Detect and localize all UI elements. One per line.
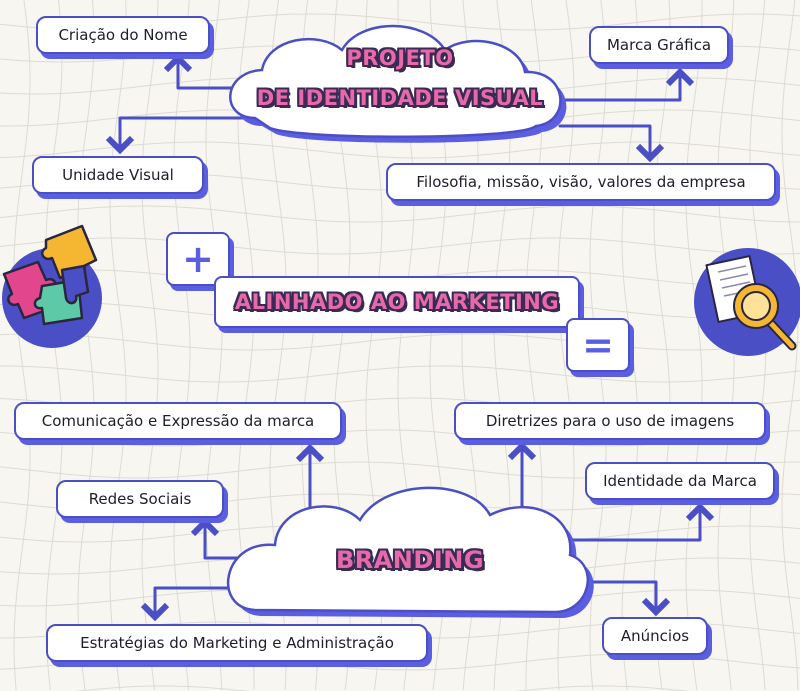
node-filosofia: Filosofia, missão, visão, valores da emp… <box>386 163 776 201</box>
node-comunicacao: Comunicação e Expressão da marca <box>14 402 342 440</box>
project-title-line2: DE IDENTIDADE VISUAL <box>256 86 544 110</box>
node-marca-grafica: Marca Gráfica <box>589 26 729 64</box>
alinhado-banner: ALINHADO AO MARKETING <box>214 276 580 328</box>
document-search-icon <box>690 246 800 358</box>
puzzle-icon <box>0 222 110 354</box>
node-diretrizes: Diretrizes para o uso de imagens <box>454 402 766 440</box>
project-title-line1: PROJETO <box>346 46 454 70</box>
node-anuncios: Anúncios <box>602 617 708 655</box>
alinhado-title: ALINHADO AO MARKETING <box>234 290 560 314</box>
node-estrategias: Estratégias do Marketing e Administração <box>46 624 428 662</box>
equals-sign: = <box>566 318 630 372</box>
node-identidade-marca: Identidade da Marca <box>585 462 775 500</box>
node-criacao-nome: Criação do Nome <box>36 16 210 54</box>
node-unidade-visual: Unidade Visual <box>32 156 204 194</box>
node-redes-sociais: Redes Sociais <box>56 480 224 518</box>
branding-title: BRANDING <box>335 546 485 574</box>
